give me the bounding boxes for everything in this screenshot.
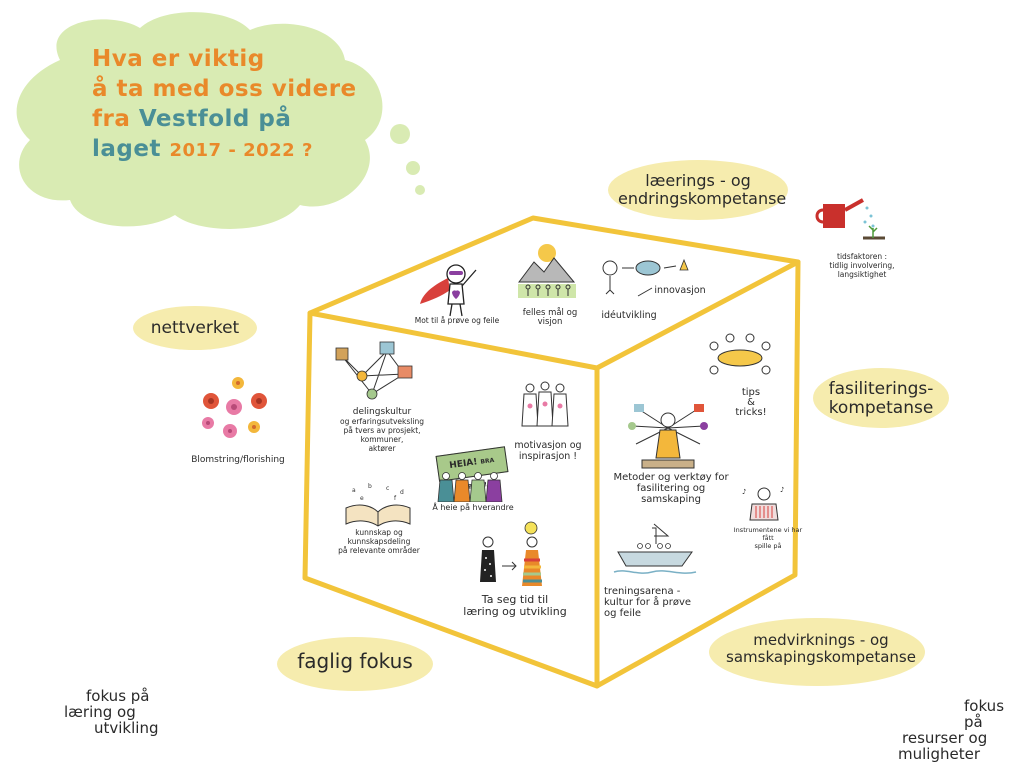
blomstring-label: Blomstring/florishing — [191, 455, 285, 465]
tips-line-3: tricks! — [735, 407, 767, 418]
laering-line-1: læerings - og — [645, 171, 751, 190]
ide-label: idéutvikling — [601, 310, 657, 321]
fasilitering-label: fasiliterings- kompetanse — [821, 380, 941, 418]
tips-line-1: tips — [741, 387, 761, 398]
growth-figures-icon — [480, 521, 542, 586]
training-boat-icon — [613, 523, 697, 574]
question-line-2: å ta med oss videre — [92, 76, 357, 102]
deling-line-4: aktører — [368, 444, 396, 453]
instrument-label: Instrumentene vi har fått spille på — [728, 526, 808, 550]
question-text: Hva er viktig å ta med oss videre fra Ve… — [92, 44, 357, 166]
metoder-line-1: Metoder og verktøy for — [613, 472, 729, 483]
svg-text:d: d — [400, 489, 404, 496]
laering-line-2: endringskompetanse — [618, 189, 787, 208]
superhero-icon — [420, 264, 477, 317]
corner-right-line-1: fokus på — [964, 697, 1005, 731]
heie-label: Å heie på hverandre — [432, 503, 514, 512]
motivasjon-line-2: inspirasjon ! — [518, 451, 578, 462]
kunnskap-line-2: på relevante områder — [338, 546, 420, 555]
corner-label-left: fokus på læring og utvikling — [64, 688, 174, 736]
open-book-icon: a b c d e f — [345, 483, 411, 527]
mot-label: Mot til å prøve og feile — [414, 316, 500, 325]
corner-left-line-1: fokus på — [86, 687, 150, 705]
idea-innovation-icon — [602, 258, 689, 297]
svg-text:f: f — [394, 495, 397, 502]
deling-line-2: og erfaringsutveksling — [340, 417, 424, 426]
tid-line-2: læring og utvikling — [463, 605, 567, 618]
instrument-line-1: Instrumentene vi har fått — [733, 526, 803, 542]
corner-left-line-3: utvikling — [94, 719, 159, 737]
svg-text:♪: ♪ — [742, 488, 746, 496]
cheering-people-icon — [437, 472, 503, 502]
trening-line-3: og feile — [604, 608, 642, 619]
motivasjon-label: motivasjon og inspirasjon ! — [508, 440, 588, 462]
tidsfaktoren-line-1: tidsfaktoren : — [837, 252, 887, 261]
svg-text:♪: ♪ — [780, 486, 784, 494]
trening-line-1: treningsarena - — [604, 586, 681, 597]
nettverket-label: nettverket — [150, 318, 240, 338]
multi-arm-facilitator-icon — [628, 404, 708, 469]
fasilitering-line-1: fasiliterings- — [828, 379, 934, 399]
watering-can-icon — [815, 198, 885, 240]
motivasjon-line-1: motivasjon og — [514, 440, 582, 451]
deling-line-1: delingskultur — [352, 407, 412, 417]
accordion-player-icon: ♪♪ — [742, 486, 784, 521]
tips-line-2: & — [747, 397, 755, 408]
thought-cloud — [16, 12, 425, 229]
tidsfaktoren-line-3: langsiktighet — [837, 270, 887, 279]
deling-label: delingskultur og erfaringsutveksling på … — [322, 407, 442, 454]
laering-label: læerings - og endringskompetanse — [618, 171, 787, 208]
question-line-4b: 2017 - 2022 ? — [169, 140, 313, 161]
question-line-4a: laget — [92, 136, 161, 162]
community-network-icon — [335, 341, 413, 400]
tid-line-1: Ta seg tid til — [481, 593, 549, 606]
corner-label-right: fokus på resurser og muligheter — [896, 698, 1026, 762]
trening-line-2: kultur for å prøve — [604, 597, 692, 608]
question-line-3a: fra — [92, 106, 131, 132]
tidsfaktoren-line-2: tidlig involvering, — [829, 261, 895, 270]
svg-text:a: a — [352, 487, 356, 494]
fasilitering-line-2: kompetanse — [828, 398, 934, 418]
faglig-label: faglig fokus — [297, 649, 413, 673]
medvirkning-line-2: samskapingskompetanse — [726, 648, 916, 666]
deling-line-3: på tvers av prosjekt, kommuner, — [343, 426, 421, 444]
metoder-label: Metoder og verktøy for fasilitering og s… — [608, 472, 734, 505]
tips-label: tips & tricks! — [726, 388, 776, 418]
corner-right-line-2: resurser og — [902, 729, 988, 747]
question-line-1: Hva er viktig — [92, 46, 265, 72]
metoder-line-2: fasilitering og samskaping — [636, 483, 706, 505]
felles-label: felles mål og visjon — [522, 308, 578, 327]
inspiration-figures-icon — [521, 381, 569, 427]
instrument-line-2: spille på — [754, 542, 782, 550]
kunnskap-label: kunnskap og kunnskapsdeling på relevante… — [324, 528, 434, 555]
innovasjon-label: innovasjon — [654, 285, 706, 296]
medvirkning-label: medvirknings - og samskapingskompetanse — [716, 632, 926, 666]
tid-label: Ta seg tid til læring og utvikling — [458, 594, 572, 618]
question-line-3b: Vestfold på — [138, 106, 292, 132]
workshop-table-icon — [709, 333, 771, 375]
flowers-icon — [202, 377, 267, 438]
mountain-vision-icon — [518, 244, 576, 298]
corner-right-line-3: muligheter — [898, 745, 980, 763]
svg-text:b: b — [368, 483, 372, 490]
medvirkning-line-1: medvirknings - og — [753, 631, 889, 649]
corner-left-line-2: læring og — [64, 703, 136, 721]
tidsfaktoren-label: tidsfaktoren : tidlig involvering, langs… — [822, 252, 902, 279]
svg-text:e: e — [360, 495, 364, 502]
kunnskap-line-1: kunnskap og kunnskapsdeling — [347, 528, 411, 546]
trening-label: treningsarena - kultur for å prøve og fe… — [604, 586, 704, 619]
svg-text:c: c — [386, 485, 389, 492]
